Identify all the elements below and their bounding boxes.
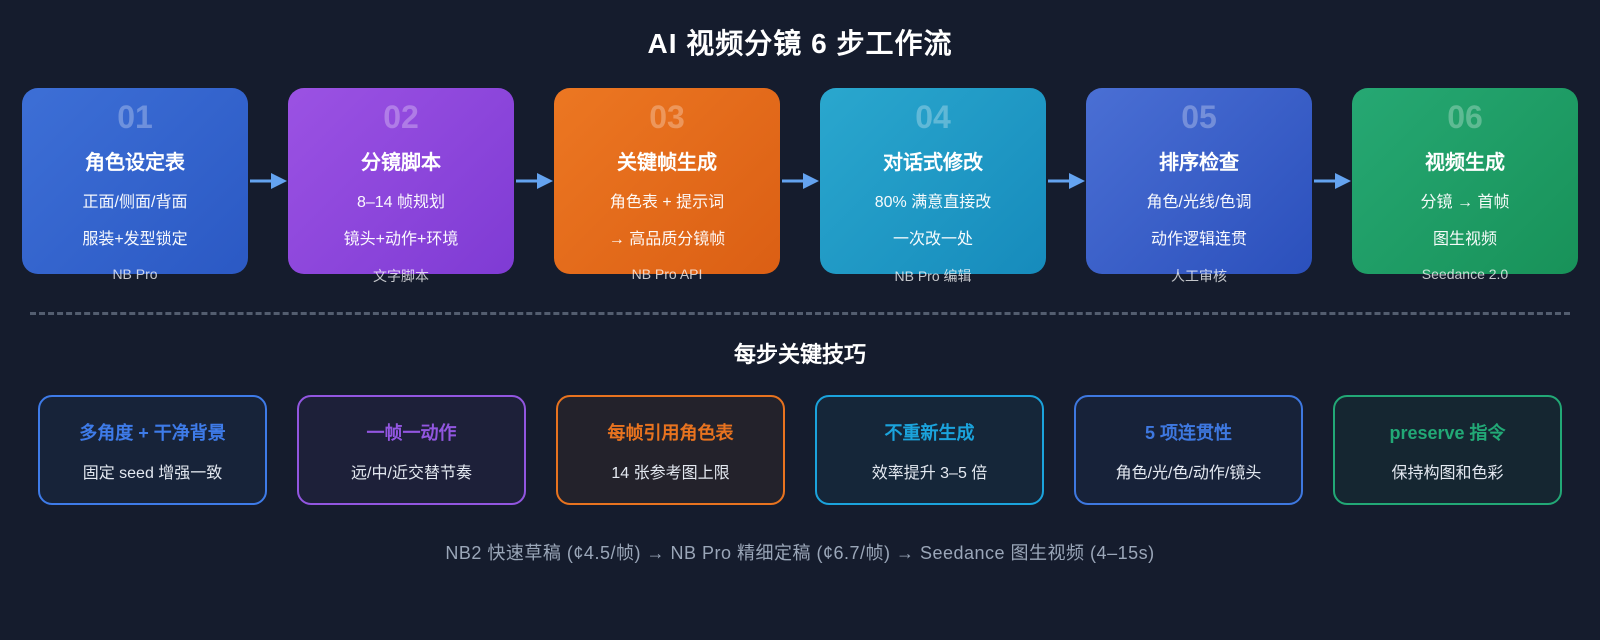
tip-card-4: 不重新生成 效率提升 3–5 倍 [815, 395, 1044, 505]
tip-subtitle: 远/中/近交替节奏 [351, 465, 472, 482]
step-title: 对话式修改 [883, 152, 983, 175]
step-detail-line: 角色表 + 提示词 [609, 194, 725, 212]
step-number: 06 [1447, 99, 1483, 135]
step-detail-line: 8–14 帧规划 [356, 194, 446, 212]
tips-row: 多角度 + 干净背景 固定 seed 增强一致 一帧一动作 远/中/近交替节奏 … [0, 395, 1600, 505]
dashed-divider [30, 312, 1570, 315]
step-tool-label: Seedance 2.0 [1421, 266, 1509, 283]
flow-arrow-icon [780, 172, 820, 190]
flow-arrow-icon [248, 172, 288, 190]
step-number: 03 [649, 99, 685, 135]
tip-subtitle: 14 张参考图上限 [611, 465, 730, 482]
step-detail-line: 图生视频 [1432, 231, 1497, 249]
right-arrow-icon [1314, 173, 1351, 189]
tip-title: 每帧引用角色表 [607, 423, 734, 443]
tip-title: preserve 指令 [1389, 423, 1506, 443]
tip-subtitle: 保持构图和色彩 [1391, 465, 1504, 482]
step-title: 排序检查 [1159, 152, 1239, 175]
right-arrow-icon [516, 173, 553, 189]
step-card-6: 06 视频生成 分镜 → 首帧 图生视频 Seedance 2.0 [1352, 88, 1578, 282]
tip-title: 5 项连贯性 [1144, 423, 1232, 443]
step-detail-line: 正面/侧面/背面 [82, 194, 188, 212]
workflow-steps-row: 01 角色设定表 正面/侧面/背面 服装+发型锁定 NB Pro 02 分镜脚本… [0, 88, 1600, 284]
step-detail-line: 服装+发型锁定 [82, 231, 188, 249]
step-tool-label: NB Pro API [631, 266, 703, 283]
tip-card-6: preserve 指令 保持构图和色彩 [1333, 395, 1562, 505]
step-title: 角色设定表 [85, 152, 185, 175]
step-detail-line: 一次改一处 [892, 231, 973, 249]
right-arrow-icon [1048, 173, 1085, 189]
tip-card-2: 一帧一动作 远/中/近交替节奏 [297, 395, 526, 505]
flow-arrow-icon [514, 172, 554, 190]
step-detail-line: 镜头+动作+环境 [343, 231, 459, 249]
step-tool-label: NB Pro [112, 266, 158, 283]
page-title: AI 视频分镜 6 步工作流 [647, 28, 953, 59]
flow-arrow-icon [1046, 172, 1086, 190]
tip-card-3: 每帧引用角色表 14 张参考图上限 [556, 395, 785, 505]
step-title: 分镜脚本 [361, 152, 441, 175]
flow-arrow-icon [1312, 172, 1352, 190]
tip-subtitle: 效率提升 3–5 倍 [871, 465, 988, 482]
tip-title: 一帧一动作 [366, 423, 457, 443]
step-card-4: 04 对话式修改 80% 满意直接改 一次改一处 NB Pro 编辑 [820, 88, 1046, 284]
tip-subtitle: 固定 seed 增强一致 [82, 465, 223, 482]
right-arrow-icon [782, 173, 819, 189]
step-card-1: 01 角色设定表 正面/侧面/背面 服装+发型锁定 NB Pro [22, 88, 248, 282]
cost-pipeline-note: NB2 快速草稿 (¢4.5/帧) → NB Pro 精细定稿 (¢6.7/帧)… [445, 543, 1155, 563]
step-number: 04 [915, 99, 951, 135]
step-number: 02 [383, 99, 419, 135]
step-detail-line: 角色/光线/色调 [1146, 194, 1252, 212]
step-card-5: 05 排序检查 角色/光线/色调 动作逻辑连贯 人工审核 [1086, 88, 1312, 284]
tip-card-1: 多角度 + 干净背景 固定 seed 增强一致 [38, 395, 267, 505]
tip-title: 多角度 + 干净背景 [79, 423, 226, 443]
step-card-3: 03 关键帧生成 角色表 + 提示词 → 高品质分镜帧 NB Pro API [554, 88, 780, 282]
step-detail-line: 80% 满意直接改 [874, 194, 992, 212]
tip-subtitle: 角色/光/色/动作/镜头 [1115, 465, 1262, 482]
step-title: 关键帧生成 [617, 152, 717, 175]
step-detail-line: 分镜 → 首帧 [1420, 194, 1510, 212]
step-tool-label: 人工审核 [1171, 268, 1227, 285]
step-detail-line: 动作逻辑连贯 [1150, 231, 1247, 249]
right-arrow-icon [250, 173, 287, 189]
step-number: 05 [1181, 99, 1217, 135]
step-number: 01 [117, 99, 153, 135]
step-card-2: 02 分镜脚本 8–14 帧规划 镜头+动作+环境 文字脚本 [288, 88, 514, 284]
step-tool-label: NB Pro 编辑 [894, 268, 972, 285]
step-tool-label: 文字脚本 [373, 268, 429, 285]
tips-section-title: 每步关键技巧 [733, 342, 866, 367]
step-detail-line: → 高品质分镜帧 [608, 231, 726, 249]
tip-title: 不重新生成 [884, 423, 975, 443]
tip-card-5: 5 项连贯性 角色/光/色/动作/镜头 [1074, 395, 1303, 505]
step-title: 视频生成 [1425, 152, 1505, 175]
